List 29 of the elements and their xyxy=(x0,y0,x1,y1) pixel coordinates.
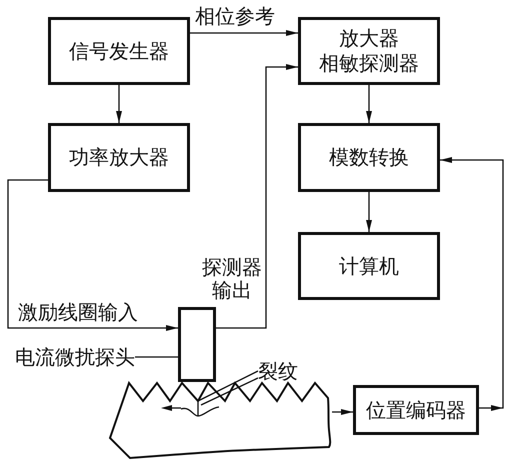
box-label: 功率放大器 xyxy=(69,145,169,170)
leader-line xyxy=(135,356,178,358)
process-box xyxy=(298,232,440,300)
box-label: 相敏探测器 xyxy=(319,51,419,76)
process-box xyxy=(298,17,440,85)
box-label: 信号发生器 xyxy=(69,38,169,64)
process-box xyxy=(353,385,479,435)
arrow xyxy=(190,30,298,36)
process-box xyxy=(48,17,190,85)
box-label: 计算机 xyxy=(339,254,399,278)
arrow xyxy=(7,179,178,331)
arrow xyxy=(366,85,372,123)
leader-line xyxy=(198,370,258,402)
arrow xyxy=(332,409,353,415)
callout-text: 裂纹 xyxy=(258,359,298,383)
arrow xyxy=(216,64,298,329)
callout-text: 电流微扰探头 xyxy=(15,345,135,369)
process-box xyxy=(298,123,440,192)
edge-label: 激励线圈输入 xyxy=(18,301,138,324)
arrow xyxy=(366,192,372,232)
probe-box xyxy=(178,307,216,382)
process-box xyxy=(48,123,190,192)
box-label: 放大器 xyxy=(339,26,399,51)
arrow xyxy=(440,157,504,411)
arrow xyxy=(116,85,122,123)
edge-label: 探测器输出 xyxy=(201,256,263,302)
edge-label: 相位参考 xyxy=(195,5,275,28)
box-label: 位置编码器 xyxy=(366,398,466,422)
box-label: 模数转换 xyxy=(329,145,409,170)
